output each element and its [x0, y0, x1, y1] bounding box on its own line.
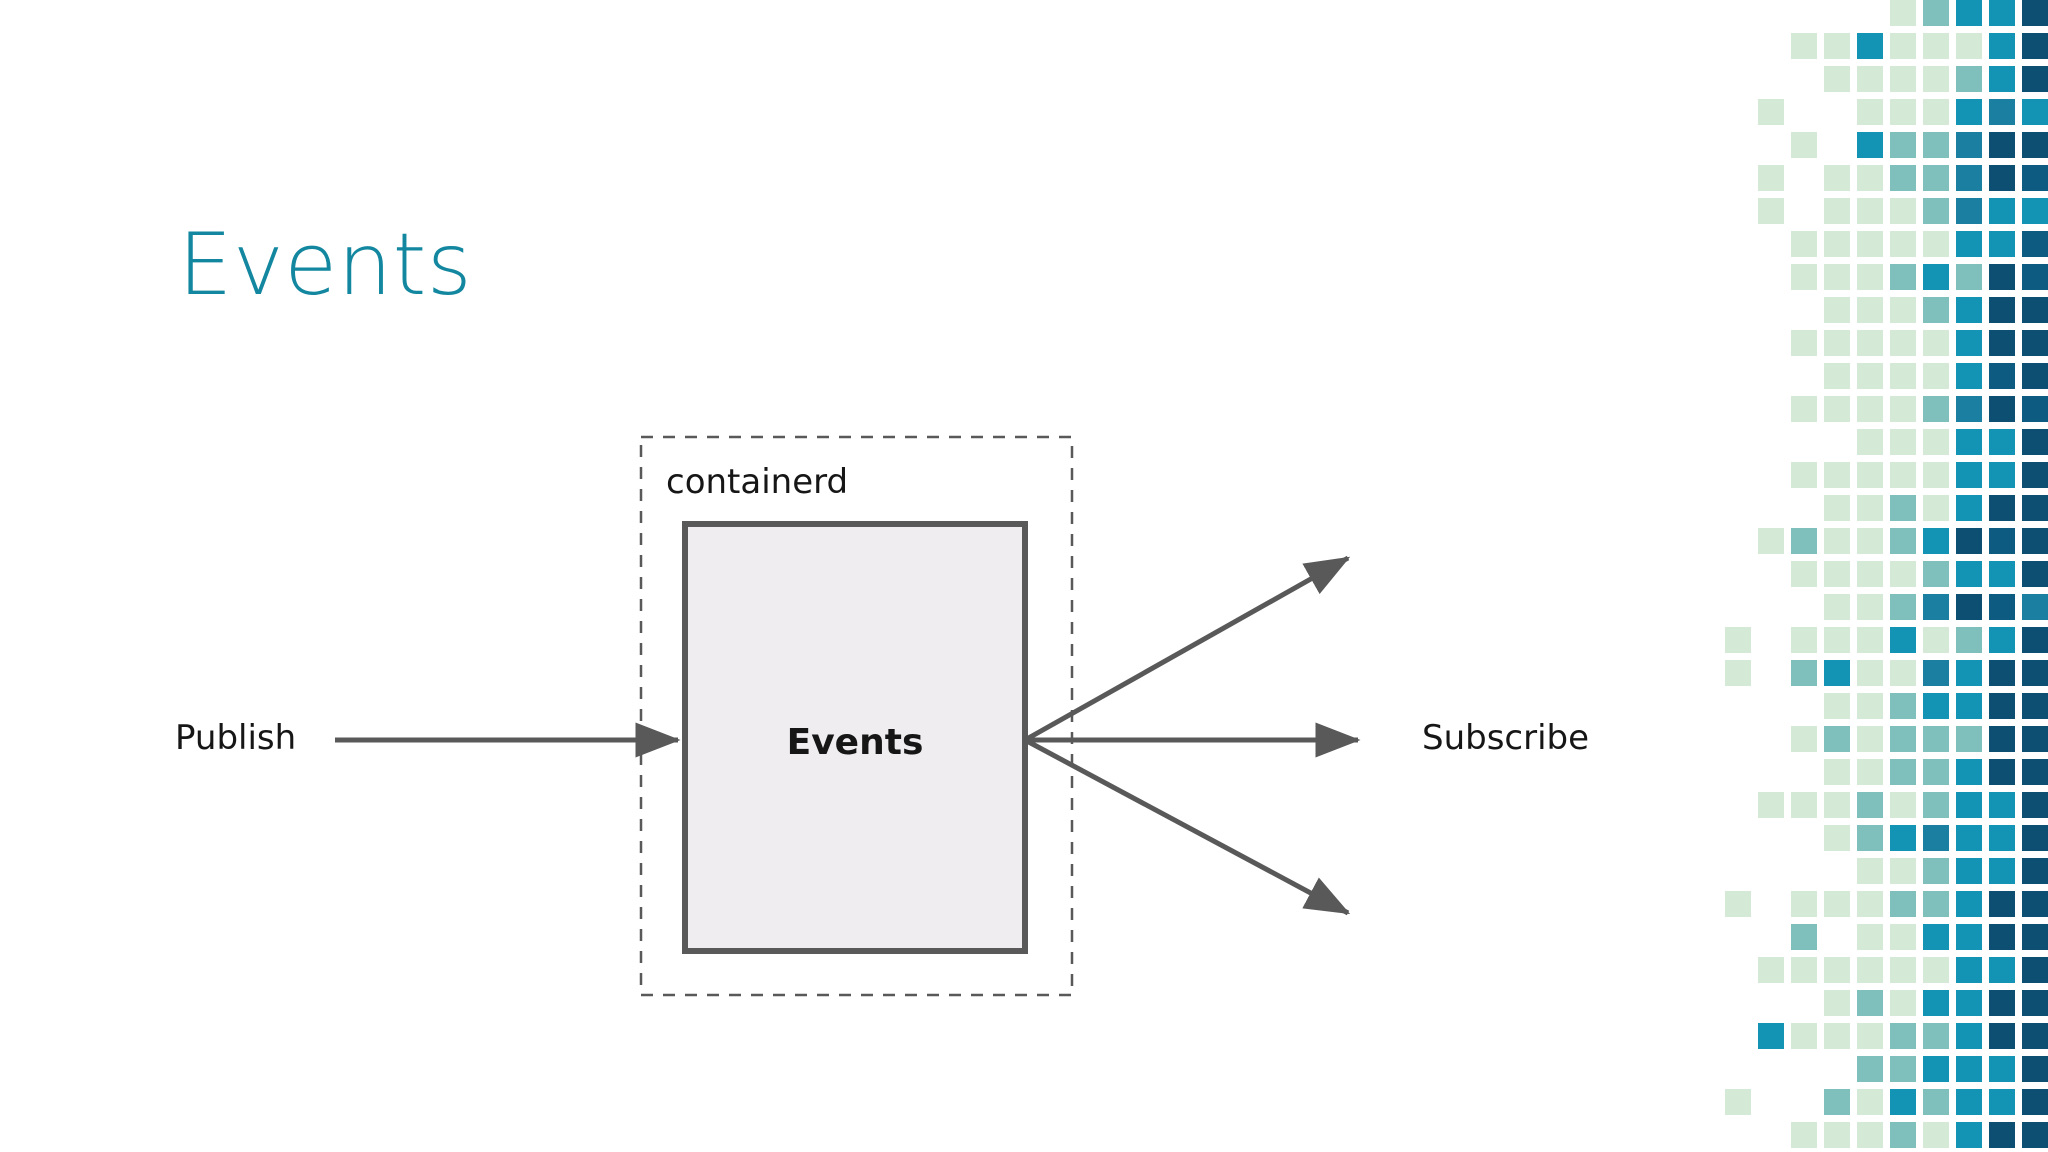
events-node-box	[682, 521, 1028, 954]
events-node-label: Events	[786, 722, 924, 763]
containerd-label: containerd	[666, 462, 849, 502]
subscriber-down-arrow	[1023, 737, 1351, 916]
publish-label: Publish	[175, 718, 297, 758]
subscribe-label: Subscribe	[1422, 718, 1590, 758]
subscriber-up-arrow	[1023, 555, 1351, 743]
page-title: Events	[178, 215, 473, 315]
